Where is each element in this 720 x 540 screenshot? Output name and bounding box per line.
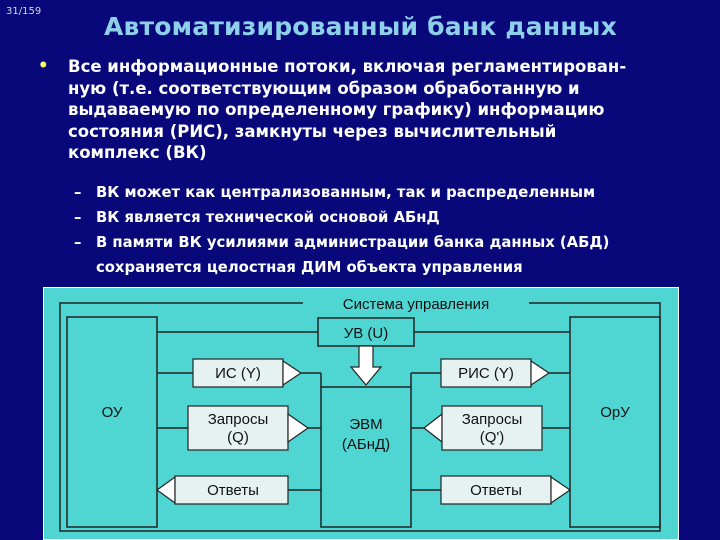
main-bullet-line: выдаваемую по определенному графику) инф… [68,100,605,119]
block-uv-label: УВ (U) [344,325,389,342]
main-bullet-line: Все информационные потоки, включая регла… [68,57,627,76]
query-arrow-right [287,412,310,444]
system-label-bg [303,295,529,311]
bullet-marker: • [38,56,49,75]
block-oru [569,316,661,528]
main-bullet-line: комплекс (ВК) [68,143,207,162]
box-is-left [192,358,284,388]
diagram-background [43,287,679,540]
sub-bullet-text: ВК является технической основой АБнД [96,209,440,226]
box-query-right-label: Запросы [462,411,523,428]
block-ou-label: ОУ [102,404,123,421]
answer-arrow-right [550,475,572,505]
box-is-left-label: ИС (Y) [215,365,261,382]
box-answer-right [440,475,552,505]
dash-marker: – [74,209,82,226]
sub-bullet-2: – ВК является технической основой АБнД [74,208,440,228]
block-oru-label: ОрУ [600,404,630,421]
block-evm-label: ЭВМ [349,416,382,433]
dash-marker: – [74,184,82,201]
main-bullet-line: ную (т.е. соответствующим образом обрабо… [68,78,580,98]
system-label: Система управления [343,296,489,313]
block-evm [320,386,412,528]
box-query-left [187,405,289,451]
box-answer-left-label: Ответы [207,482,259,499]
ris-arrow-right [530,359,551,387]
sub-bullet-text: сохраняется целостная ДИМ объекта управл… [96,259,523,276]
box-query-right-sublabel: (Q') [480,429,505,446]
down-arrow [349,345,383,386]
sub-bullet-3-cont: сохраняется целостная ДИМ объекта управл… [96,258,523,278]
slide-number: 31/159 [6,6,42,17]
sub-bullet-3: – В памяти ВК усилиями администрации бан… [74,233,610,253]
main-bullet-text: Все информационные потоки, включая регла… [68,56,708,164]
box-answer-right-label: Ответы [470,482,522,499]
dash-marker: – [74,234,82,251]
control-system-diagram: Система управления ОУ ОрУ ЭВМ (АБнД) УВ … [43,287,679,540]
sub-bullet-text: ВК может как централизованным, так и рас… [96,184,596,201]
block-evm-sublabel: (АБнД) [342,436,390,453]
box-query-left-sublabel: (Q) [227,429,249,446]
main-bullet-line: состояния (РИС), замкнуты через вычислит… [68,121,557,141]
block-ou [66,316,158,528]
slide-title: Автоматизированный банк данных [104,12,617,41]
is-arrow-right [282,359,303,387]
sub-bullet-1: – ВК может как централизованным, так и р… [74,183,596,203]
box-query-left-label: Запросы [208,411,269,428]
box-answer-left [174,475,289,505]
sub-bullet-text: В памяти ВК усилиями администрации банка… [96,234,610,251]
box-ris-right-label: РИС (Y) [458,365,514,382]
